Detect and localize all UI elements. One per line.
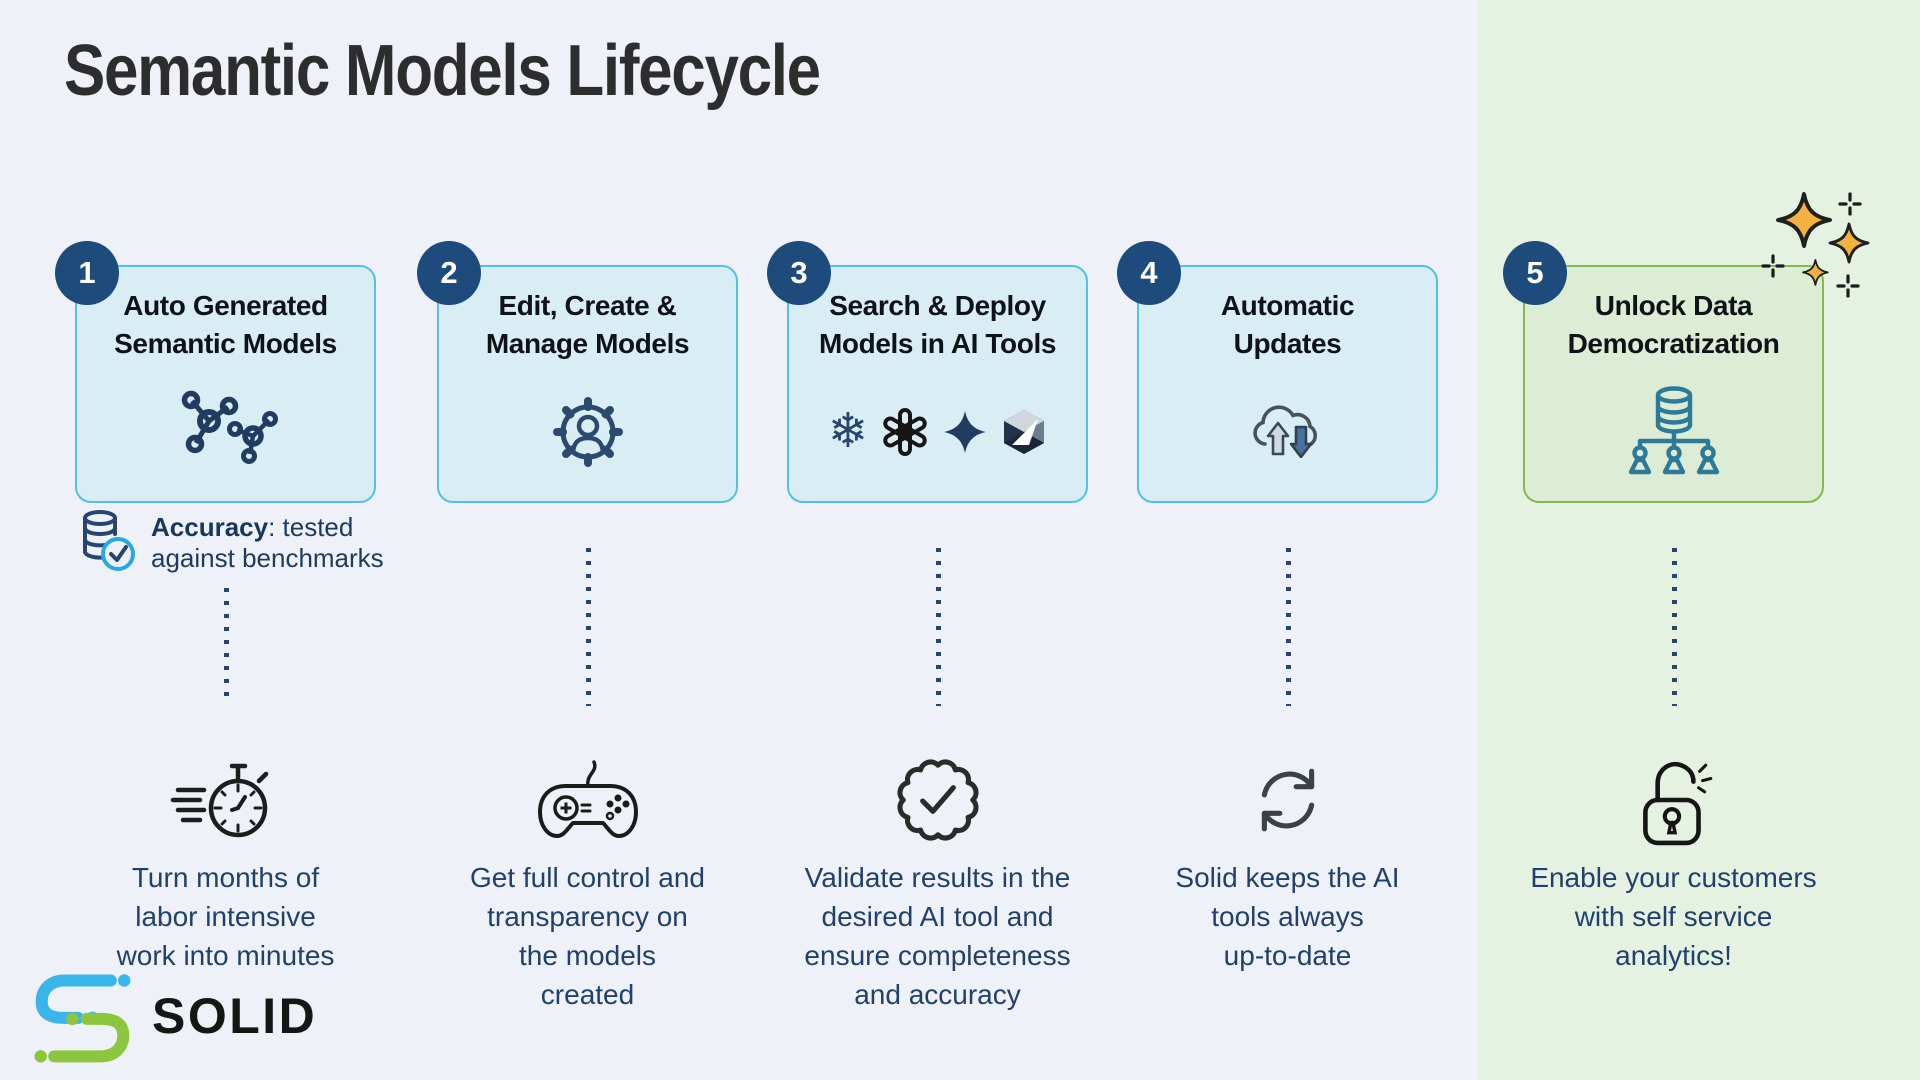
note-line2: against benchmarks [151,543,384,573]
unlocked-padlock-icon [1523,742,1824,857]
gamepad-icon [437,742,738,857]
step-description: Turn months of labor intensive work into… [35,858,416,975]
dotted-connector [1672,548,1677,706]
ai-tool-logos: ❄ [787,408,1088,456]
title-line: Manage Models [485,328,690,359]
database-users-icon [1523,382,1824,488]
title-line: Models in AI Tools [818,328,1057,359]
gear-user-icon [437,394,738,470]
desc-line: Turn months of [131,862,320,893]
step-card-title: Search & Deploy Models in AI Tools [777,265,1098,363]
title-line: Unlock Data [1594,290,1753,321]
step-number-badge: 4 [1117,241,1181,305]
title-line: Edit, Create & [498,290,677,321]
page-title: Semantic Models Lifecycle [64,31,821,111]
solid-s-mark-icon [34,974,131,1063]
desc-line: analytics! [1615,940,1732,971]
desc-line: Enable your customers [1530,862,1817,893]
step-card-title: Unlock Data Democratization [1513,265,1834,363]
desc-line: and accuracy [854,979,1021,1010]
step-number-badge: 2 [417,241,481,305]
desc-line: transparency on [487,901,688,932]
desc-line: ensure completeness [804,940,1071,971]
dotted-connector [224,588,229,704]
step-card [75,265,376,503]
title-line: Search & Deploy [829,290,1046,321]
cube-icon [1004,410,1045,454]
desc-line: labor intensive [135,901,316,932]
accuracy-note-text: Accuracy: tested against benchmarks [151,506,384,574]
desc-line: the models [519,940,656,971]
dotted-connector [586,548,591,706]
step-4: 4 Automatic Updates Solid keeps the AI t [1117,0,1438,1080]
desc-line: Get full control and [469,862,706,893]
molecule-models-icon [75,388,376,466]
database-check-icon [83,510,135,571]
step-card-title: Edit, Create & Manage Models [427,265,748,363]
title-line: Democratization [1567,328,1780,359]
gemini-icon [944,411,987,453]
step-description: Enable your customers with self service … [1483,858,1864,975]
step-number-badge: 5 [1503,241,1567,305]
dotted-connector [936,548,941,706]
dotted-connector [1286,548,1291,706]
openai-icon [883,408,927,456]
step-card [787,265,1088,503]
title-line: Auto Generated [123,290,328,321]
step-card-title: Automatic Updates [1127,265,1448,363]
refresh-icon [1137,742,1438,857]
verified-badge-icon [787,742,1088,857]
desc-line: Solid keeps the AI [1175,862,1400,893]
desc-line: work into minutes [116,940,335,971]
gold-sparkles-icon [1761,192,1870,298]
step-2: 2 Edit, Create & Manage Models [417,0,738,1080]
desc-line: created [540,979,635,1010]
logo-text: SOLID [152,988,318,1044]
step-1: 1 Auto Generated Semantic Models [55,0,384,1080]
solid-logo: SOLID [30,968,317,1064]
highlight-panel [1477,0,1920,1080]
step-5: 5 Unlock Data Democratization [1503,0,1824,1080]
step-3: 3 Search & Deploy Models in AI Tools ❄ [767,0,1088,1080]
step-card-title: Auto Generated Semantic Models [65,265,386,363]
stopwatch-icon [75,742,376,857]
step-card [1523,265,1824,503]
step-card [1137,265,1438,503]
desc-line: desired AI tool and [821,901,1054,932]
cloud-sync-icon [1137,396,1438,458]
snowflake-icon: ❄ [827,405,869,458]
desc-line: tools always [1211,901,1364,932]
desc-line: with self service [1574,901,1773,932]
step-description: Get full control and transparency on the… [397,858,778,1014]
step-number-badge: 3 [767,241,831,305]
step-description: Solid keeps the AI tools always up-to-da… [1097,858,1478,975]
title-line: Automatic [1220,290,1355,321]
note-bold: Accuracy [151,512,269,542]
step-number-badge: 1 [55,241,119,305]
desc-line: Validate results in the [804,862,1071,893]
desc-line: up-to-date [1223,940,1352,971]
step-description: Validate results in the desired AI tool … [747,858,1128,1014]
accuracy-note: Accuracy: tested against benchmarks [75,506,405,574]
title-line: Semantic Models [114,328,337,359]
title-line: Updates [1233,328,1342,359]
note-rest: : tested [268,512,354,542]
